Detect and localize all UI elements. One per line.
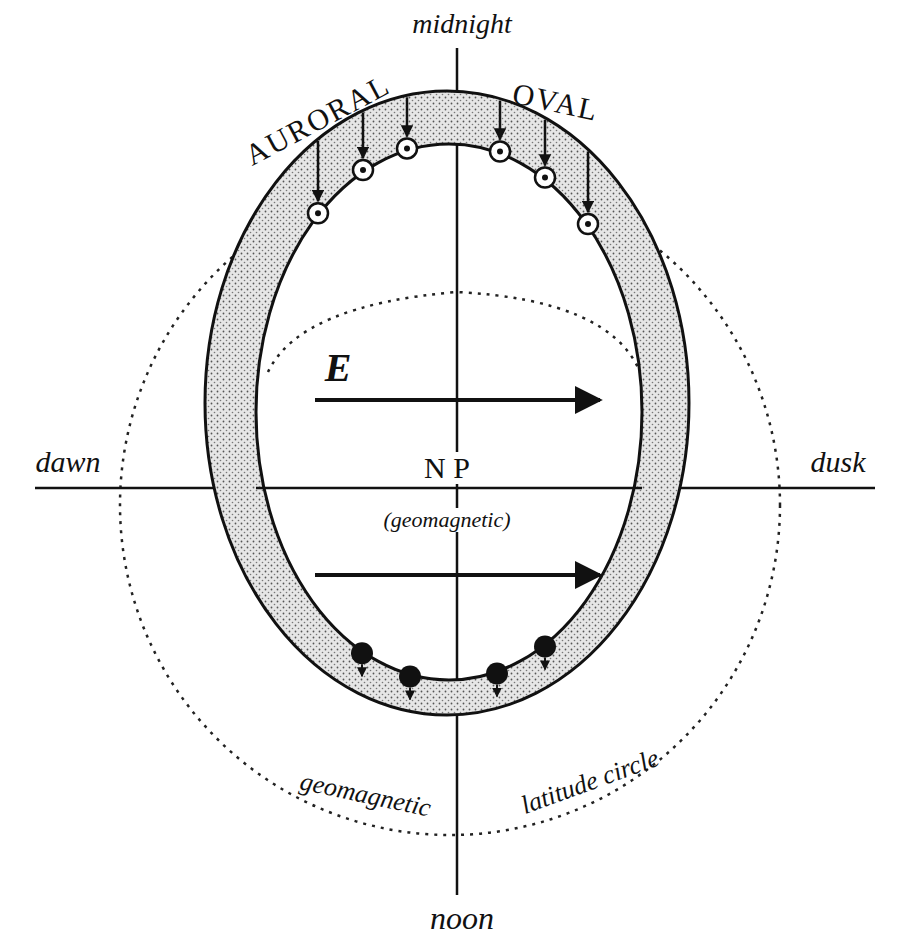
- electric-field-arrow: [315, 573, 600, 577]
- charge-symbol: [497, 149, 503, 155]
- precipitation-arrow: [409, 687, 411, 699]
- precipitation-arrow: [406, 97, 409, 136]
- axis-label: dawn: [35, 447, 100, 477]
- charge-symbol: [535, 168, 555, 188]
- field-symbol: E: [325, 348, 352, 388]
- charge-symbol: [585, 221, 591, 227]
- precipitation-arrow: [544, 120, 547, 166]
- axis-label: midnight: [412, 10, 512, 38]
- precipitation-arrow: [496, 685, 498, 697]
- charge-symbol: [534, 635, 556, 657]
- charge-symbol: [308, 203, 328, 223]
- electric-field-arrow: [315, 398, 600, 402]
- charge-symbol: [315, 210, 321, 216]
- charge-symbol: [351, 642, 373, 664]
- axis-label: dusk: [811, 447, 866, 477]
- charge-symbol: [490, 142, 510, 162]
- oval-outline: [205, 91, 689, 715]
- auroral-oval-band: [205, 91, 689, 715]
- precipitation-arrow: [499, 101, 502, 140]
- precipitation-arrow: [362, 112, 365, 158]
- precipitation-arrow: [317, 141, 320, 201]
- charge-symbol: [486, 663, 508, 685]
- charge-symbol: [578, 214, 598, 234]
- latitude-circle: [268, 292, 640, 372]
- precipitation-arrow: [587, 151, 590, 212]
- oval-outline: [256, 144, 642, 680]
- charge-symbol: [542, 175, 548, 181]
- dawn-dusk-axis: [35, 487, 875, 490]
- axis-label: noon: [430, 902, 494, 934]
- pole-label: N P: [420, 452, 474, 484]
- circle-label: latitude circle: [518, 745, 662, 819]
- charge-symbol: [399, 665, 421, 687]
- precipitation-arrow: [544, 657, 546, 669]
- charge-symbol: [404, 145, 410, 151]
- noon-midnight-axis: [456, 144, 459, 680]
- polar-cap: [256, 144, 642, 680]
- charge-symbol: [360, 167, 366, 173]
- circle-label: geomagnetic: [297, 768, 432, 821]
- dawn-dusk-axis: [256, 487, 642, 490]
- pole-note: (geomagnetic): [379, 508, 514, 532]
- charge-symbol: [353, 160, 373, 180]
- precipitation-arrow: [361, 664, 363, 676]
- charge-symbol: [397, 138, 417, 158]
